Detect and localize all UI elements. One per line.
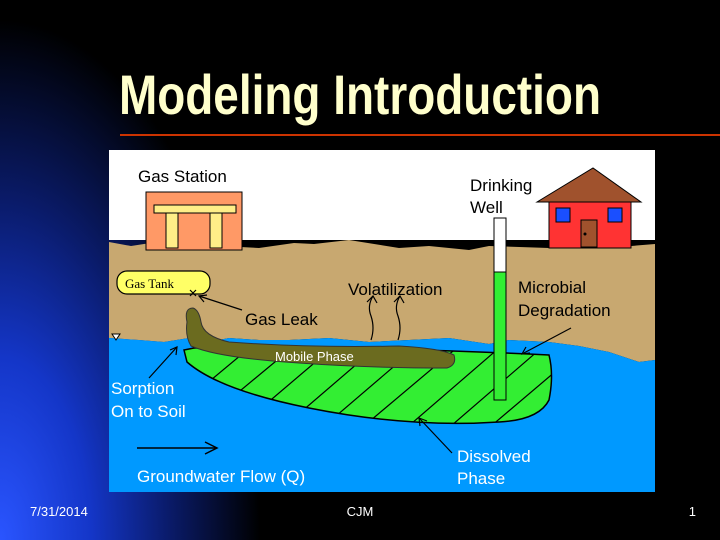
gas-leak-arrow: [197, 294, 243, 311]
dissolved-label-line1: Dissolved: [457, 447, 531, 466]
footer-date: 7/31/2014: [30, 504, 88, 519]
sorption-label-line1: Sorption: [111, 379, 174, 398]
dissolved-arrow: [418, 417, 453, 454]
slide-title: Modeling Introduction: [118, 63, 602, 126]
mobile-phase-plume: [185, 307, 456, 369]
groundwater-flow-label: Groundwater Flow (Q): [137, 467, 305, 486]
microbial-label-line1: Microbial: [518, 278, 586, 297]
house: [535, 167, 643, 249]
drinking-well: [493, 217, 507, 401]
gas-tank: [116, 270, 211, 295]
drinking-well-label-line1: Drinking: [470, 176, 532, 195]
title-divider: [120, 134, 720, 136]
gas-tank-label: Gas Tank: [125, 276, 175, 291]
microbial-label-line2: Degradation: [518, 301, 611, 320]
gas-leak-label: Gas Leak: [245, 310, 318, 329]
groundwater-flow-arrow: [137, 441, 219, 455]
volatilization-label: Volatilization: [348, 280, 443, 299]
gas-station: [145, 191, 243, 251]
leak-point-icon: [189, 289, 197, 297]
dissolved-label-line2: Phase: [457, 469, 505, 488]
gas-station-label: Gas Station: [138, 167, 227, 186]
degradation-arrow: [520, 327, 572, 355]
footer-page-number: 1: [688, 504, 696, 519]
volatilization-arrows: [366, 295, 405, 341]
sorption-arrow: [148, 346, 178, 379]
footer-author: CJM: [346, 504, 374, 519]
drinking-well-label-line2: Well: [470, 198, 503, 217]
soil-layer: [109, 240, 655, 362]
water-table-marker: [111, 333, 121, 341]
mobile-phase-label: Mobile Phase: [275, 349, 354, 364]
sorption-label-line2: On to Soil: [111, 402, 186, 421]
contamination-diagram: Gas Tank: [109, 150, 655, 492]
